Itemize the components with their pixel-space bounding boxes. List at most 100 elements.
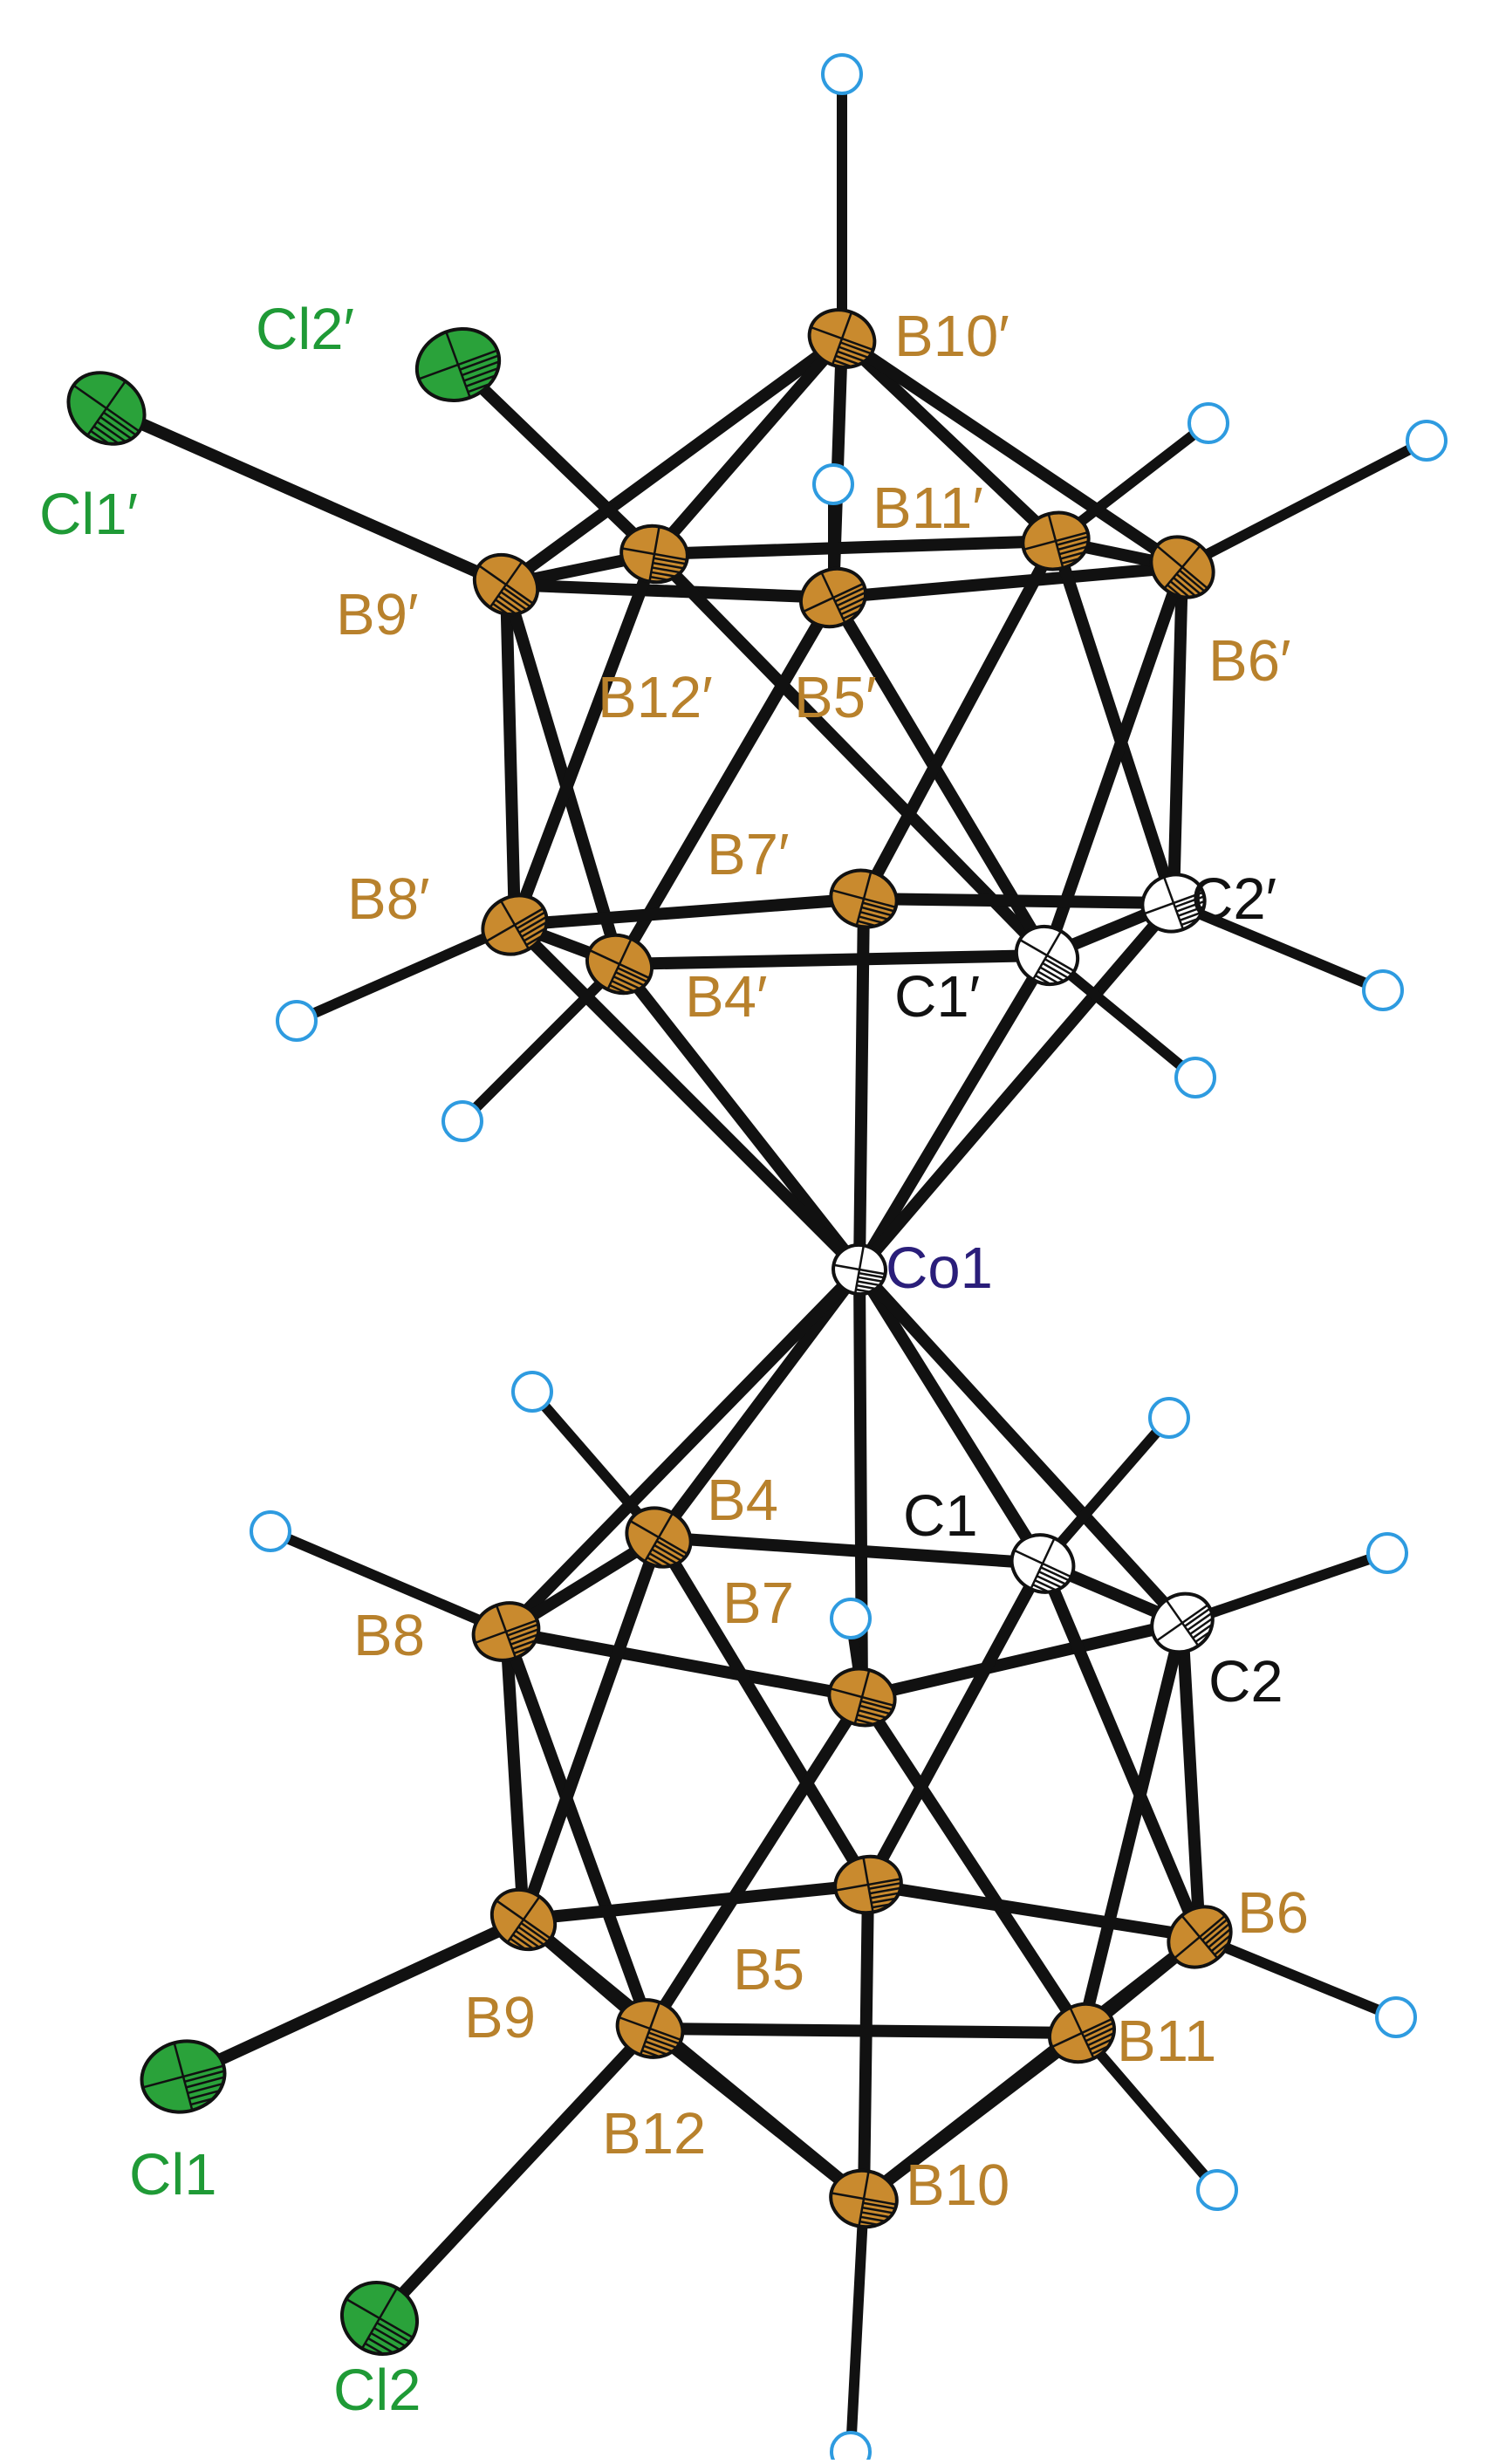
label-b5: B5 xyxy=(733,1937,804,2002)
label-b8: B8 xyxy=(353,1603,425,1668)
hydrogen-atom-C2 xyxy=(1366,1532,1408,1574)
atom-B12 xyxy=(615,1998,685,2059)
label-b6: B6 xyxy=(1237,1880,1309,1946)
bond-B7-B11 xyxy=(856,1691,1088,2039)
hydrogen-atom-B10p xyxy=(821,53,863,95)
label-b10-prime: B10′ xyxy=(894,304,1009,369)
label-c2-prime: C2′ xyxy=(1191,866,1276,932)
bond-B5p-B6p xyxy=(827,561,1188,604)
bond-B9-B5 xyxy=(517,1879,874,1926)
label-b7-prime: B7′ xyxy=(707,822,790,887)
label-b8-prime: B8′ xyxy=(347,866,430,932)
atom-B9 xyxy=(489,1887,558,1952)
bond-Co1-C1 xyxy=(853,1263,1049,1570)
atom-B11 xyxy=(1048,2002,1116,2064)
h-bond-B8 xyxy=(265,1526,511,1637)
atom-C2p xyxy=(1140,873,1207,934)
atom-Co1 xyxy=(832,1242,887,1297)
bond-B6-B10 xyxy=(858,1931,1206,2205)
bond-B12p-Cl2p xyxy=(452,359,660,560)
hydrogen-atom-B8p xyxy=(276,1000,318,1042)
atom-B8p xyxy=(481,893,549,956)
h-bond-C1 xyxy=(1037,1413,1174,1569)
atom-B5 xyxy=(833,1854,903,1915)
bond-C2-B11 xyxy=(1076,1617,1188,2039)
h-bond-C2p xyxy=(1168,898,1388,996)
bond-B10p-B9p xyxy=(500,332,848,591)
atom-B12p xyxy=(619,524,689,585)
atom-B4p xyxy=(585,933,654,996)
atom-B8 xyxy=(471,1601,541,1662)
bond-B8-B9 xyxy=(500,1626,530,1926)
h-bond-B6p xyxy=(1177,435,1432,572)
hydrogen-atom-C1p xyxy=(1174,1057,1216,1099)
label-b11-prime: B11′ xyxy=(873,476,983,541)
bond-B8-B7 xyxy=(500,1626,868,1703)
atom-B10 xyxy=(829,2168,899,2229)
hydrogen-atom-B4 xyxy=(511,1371,553,1413)
bond-C1-B6 xyxy=(1037,1557,1206,1943)
label-c1: C1 xyxy=(903,1483,978,1549)
atom-B7p xyxy=(829,868,899,929)
bond-Co1-B7p xyxy=(853,893,870,1276)
bond-Co1-B8p xyxy=(509,919,866,1276)
label-c2: C2 xyxy=(1208,1649,1283,1715)
bond-B12-B10 xyxy=(644,2023,870,2205)
bond-B9-Cl1 xyxy=(177,1913,530,2083)
bond-B10p-B11p xyxy=(836,332,1062,547)
bond-Co1-C2 xyxy=(853,1263,1188,1629)
atom-Cl1 xyxy=(140,2039,227,2114)
label-b12: B12 xyxy=(602,2101,706,2166)
hydrogen-atom-B11 xyxy=(1196,2169,1238,2211)
bond-B9p-B5p xyxy=(500,578,839,604)
label-b9-prime: B9′ xyxy=(336,582,419,647)
hydrogen-atom-C1 xyxy=(1148,1397,1190,1439)
label-cl2-prime: Cl2′ xyxy=(256,297,354,362)
bond-B10p-B12p xyxy=(648,332,848,560)
bond-B5-B6 xyxy=(862,1879,1206,1943)
atom-Cl2p xyxy=(414,326,502,403)
bond-B8-B12 xyxy=(500,1626,656,2035)
bond-B7-B12 xyxy=(644,1691,868,2035)
atom-Cl1p xyxy=(66,371,147,446)
bond-B7-C2 xyxy=(856,1617,1188,1703)
bond-B5-B10 xyxy=(858,1879,874,2205)
label-cl2: Cl2 xyxy=(333,2358,421,2423)
bond-B12p-B8p xyxy=(509,548,660,931)
bond-B9p-Cl1p xyxy=(100,402,512,591)
label-b11: B11 xyxy=(1117,2009,1216,2074)
label-c1-prime: C1′ xyxy=(894,964,980,1030)
h-bond-C2 xyxy=(1177,1548,1393,1628)
label-b4-prime: B4′ xyxy=(685,964,768,1030)
bond-B6p-C2p xyxy=(1167,561,1188,909)
bond-B11p-B7p xyxy=(858,535,1062,905)
label-b7: B7 xyxy=(722,1571,794,1636)
hydrogen-atom-B5p xyxy=(812,463,854,505)
label-b6-prime: B6′ xyxy=(1208,628,1291,694)
bond-B9p-B4p xyxy=(500,578,626,970)
hydrogen-atom-C2p xyxy=(1362,969,1404,1011)
hydrogen-atom-B6 xyxy=(1375,1996,1417,2038)
bond-C2-B6 xyxy=(1176,1617,1206,1943)
bond-Co1-B8 xyxy=(500,1263,866,1638)
bond-Co1-B4p xyxy=(613,958,866,1276)
bond-Co1-B4 xyxy=(653,1263,866,1543)
bond-B9p-B8p xyxy=(500,578,521,931)
label-co1: Co1 xyxy=(886,1235,993,1301)
atom-B4 xyxy=(625,1506,693,1569)
bond-B12p-B11p xyxy=(648,535,1062,560)
label-cl1: Cl1 xyxy=(129,2142,217,2207)
hydrogen-atom-B7 xyxy=(830,1598,872,1639)
h-bond-B4p xyxy=(457,959,625,1126)
hydrogen-atom-B10 xyxy=(830,2431,872,2464)
bond-B10p-B6p xyxy=(836,332,1188,573)
atom-B7 xyxy=(827,1667,897,1728)
bond-B12-Cl2 xyxy=(373,2023,656,2324)
atom-B10p xyxy=(807,308,877,369)
bond-C1-B5 xyxy=(862,1557,1049,1891)
h-bond-B10 xyxy=(845,2194,869,2457)
h-bond-B11 xyxy=(1077,2028,1222,2195)
atom-B9p xyxy=(472,552,540,617)
